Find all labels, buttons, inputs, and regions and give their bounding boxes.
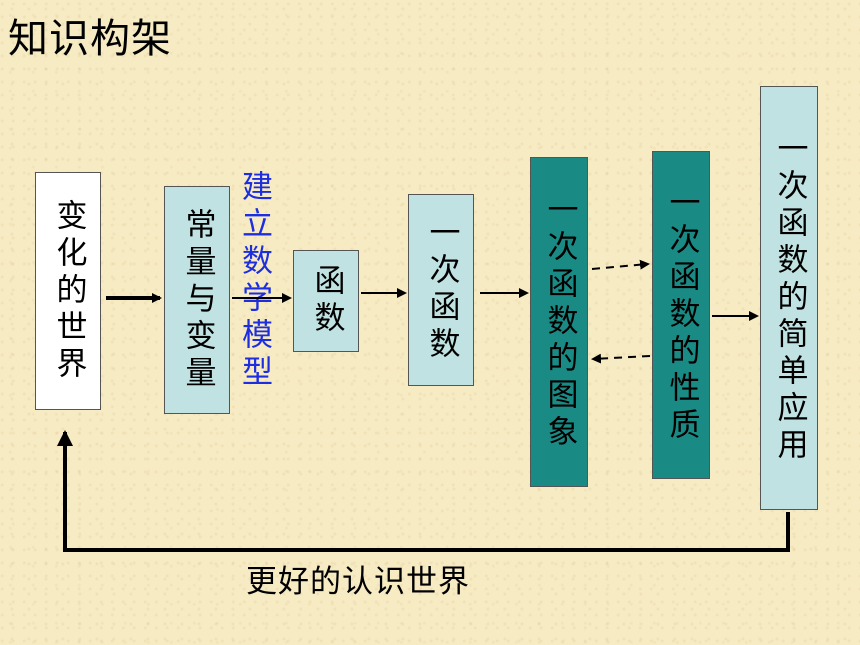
- page-title: 知识构架: [8, 16, 172, 62]
- node-linear-graph-label: 一次函数的图象: [541, 192, 578, 452]
- model-label: 建立数学模型: [236, 170, 272, 392]
- arrow-property-to-graph-dashed: [591, 353, 651, 364]
- node-function: 函数: [293, 250, 359, 352]
- node-linear-application: 一次函数的简单应用: [760, 86, 818, 510]
- node-constants-variables-label: 常量与变量: [179, 207, 216, 393]
- node-changing-world-label: 变化的世界: [50, 198, 87, 384]
- loop-caption: 更好的认识世界: [246, 564, 470, 600]
- node-linear-property-label: 一次函数的性质: [663, 185, 700, 445]
- feedback-loop-line: [63, 432, 790, 552]
- node-linear-function: 一次函数: [408, 194, 474, 386]
- node-changing-world: 变化的世界: [35, 172, 101, 410]
- node-constants-variables: 常量与变量: [164, 186, 230, 414]
- arrow-graph-to-property-dashed: [591, 259, 650, 270]
- node-linear-property: 一次函数的性质: [652, 151, 710, 479]
- feedback-loop-arrowhead: [57, 430, 73, 446]
- node-linear-function-label: 一次函数: [423, 216, 460, 364]
- node-linear-graph: 一次函数的图象: [530, 157, 588, 487]
- node-linear-application-label: 一次函数的简单应用: [771, 131, 808, 465]
- node-function-label: 函数: [308, 264, 345, 338]
